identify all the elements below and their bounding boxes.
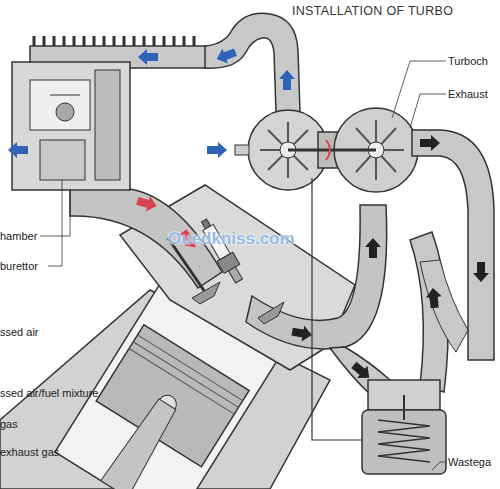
air-flow-arrow (214, 45, 238, 67)
plug-terminal (201, 219, 210, 229)
intake-valve-stem (168, 238, 205, 292)
venturi (95, 70, 120, 180)
spark-plug (196, 216, 247, 286)
compressor-inlet (235, 145, 249, 155)
piston-ring (138, 335, 243, 401)
air-flow-arrow (207, 142, 227, 158)
legend-text: exhaust gas (0, 446, 59, 459)
leader-line (410, 94, 446, 128)
leader-line (40, 190, 70, 236)
piston (96, 325, 249, 467)
part-label: Exhaust (448, 88, 488, 101)
part-label: Wastega (448, 456, 491, 469)
exhaust-junction (420, 260, 468, 352)
watermark: Ouedkniss.com (168, 232, 295, 245)
wastegate-spring (378, 420, 430, 462)
exhaust-flow-arrow (291, 324, 313, 343)
legend-text: gas (0, 418, 18, 431)
air-flow-arrow (279, 70, 295, 90)
connecting-rod (101, 396, 181, 489)
boost-control-line (312, 178, 362, 440)
leader-line (392, 61, 446, 118)
intake-valve-head (192, 282, 220, 304)
air-flow-arrow (138, 49, 158, 65)
exhaust-flow-arrow (420, 135, 440, 151)
legend-text: ssed air (0, 326, 39, 339)
float-chamber (30, 80, 90, 130)
exhaust-flow-arrow (349, 359, 375, 384)
carburettor-jet (40, 140, 85, 180)
leader-line (432, 462, 446, 470)
exhaust-flow-arrow (425, 287, 443, 308)
exhaust-flow-arrow (473, 262, 489, 282)
cooling-fins (34, 36, 194, 46)
carburettor-body (12, 62, 130, 190)
part-label: Turboch (448, 55, 488, 68)
turbo-shaft (288, 149, 376, 152)
plug-thread (229, 267, 243, 283)
piston-ring (133, 342, 238, 408)
legend-text: ssed air/fuel mixture (0, 387, 98, 400)
wastegate-stem (403, 395, 405, 420)
exhaust-valve-head (258, 302, 284, 324)
diagram-title: INSTALLATION OF TURBO (292, 5, 453, 18)
float-lever (50, 95, 80, 96)
air-flow-arrow (8, 142, 28, 158)
piston-ring (129, 348, 234, 414)
part-label: burettor (0, 260, 38, 273)
exhaust-manifold (246, 205, 387, 349)
leader-line (48, 180, 62, 266)
exhaust-flow-arrow (365, 238, 381, 258)
boost-duct (205, 13, 300, 112)
mixture-flow-arrow (135, 193, 158, 214)
part-label: hamber (0, 230, 37, 243)
float (56, 103, 74, 121)
rotation-arrow (326, 140, 330, 160)
